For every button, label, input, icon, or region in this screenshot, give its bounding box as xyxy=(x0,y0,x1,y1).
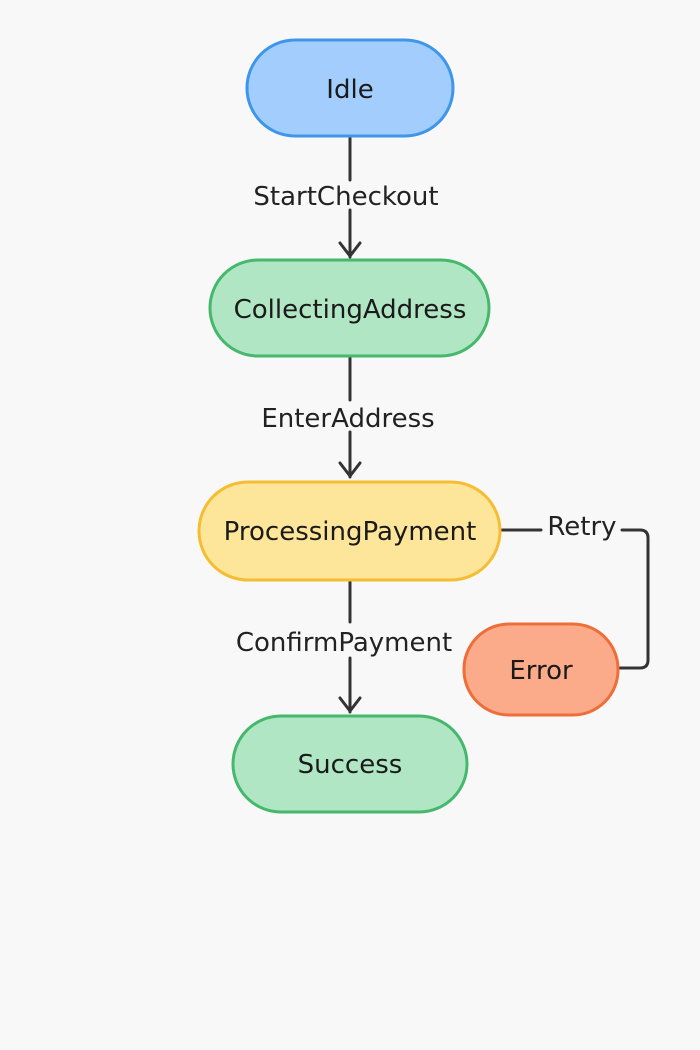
state-idle-shape xyxy=(245,38,455,138)
state-error-shape xyxy=(462,622,620,717)
state-error-label: Error xyxy=(509,656,573,686)
transition-arrow-retry xyxy=(618,528,650,670)
arrowhead-confirm-payment xyxy=(338,696,362,713)
arrowhead-start-checkout xyxy=(338,241,362,258)
transition-label-enter-address: EnterAddress xyxy=(261,404,434,434)
state-collecting-address: CollectingAddress xyxy=(208,258,491,358)
state-idle-label: Idle xyxy=(326,75,373,105)
state-error: Error xyxy=(462,622,620,717)
state-success-shape xyxy=(231,714,469,814)
transition-enter-address: EnterAddress xyxy=(261,356,435,479)
state-processing-payment-label: ProcessingPayment xyxy=(224,517,477,547)
state-collecting-address-label: CollectingAddress xyxy=(234,295,467,325)
state-success: Success xyxy=(231,714,469,814)
state-processing-payment: ProcessingPayment xyxy=(197,480,502,582)
arrowhead-enter-address xyxy=(338,461,362,478)
state-collecting-address-shape xyxy=(208,258,491,358)
transition-label-start-checkout: StartCheckout xyxy=(253,182,438,212)
state-success-label: Success xyxy=(298,750,403,780)
transition-retry: Retry xyxy=(500,512,650,670)
transition-confirm-payment: ConfirmPayment xyxy=(236,580,452,714)
state-idle: Idle xyxy=(245,38,455,138)
transition-label-retry: Retry xyxy=(547,512,616,542)
transition-label-confirm-payment: ConfirmPayment xyxy=(236,628,452,658)
state-processing-payment-shape xyxy=(197,480,502,582)
transition-start-checkout: StartCheckout xyxy=(253,136,439,259)
